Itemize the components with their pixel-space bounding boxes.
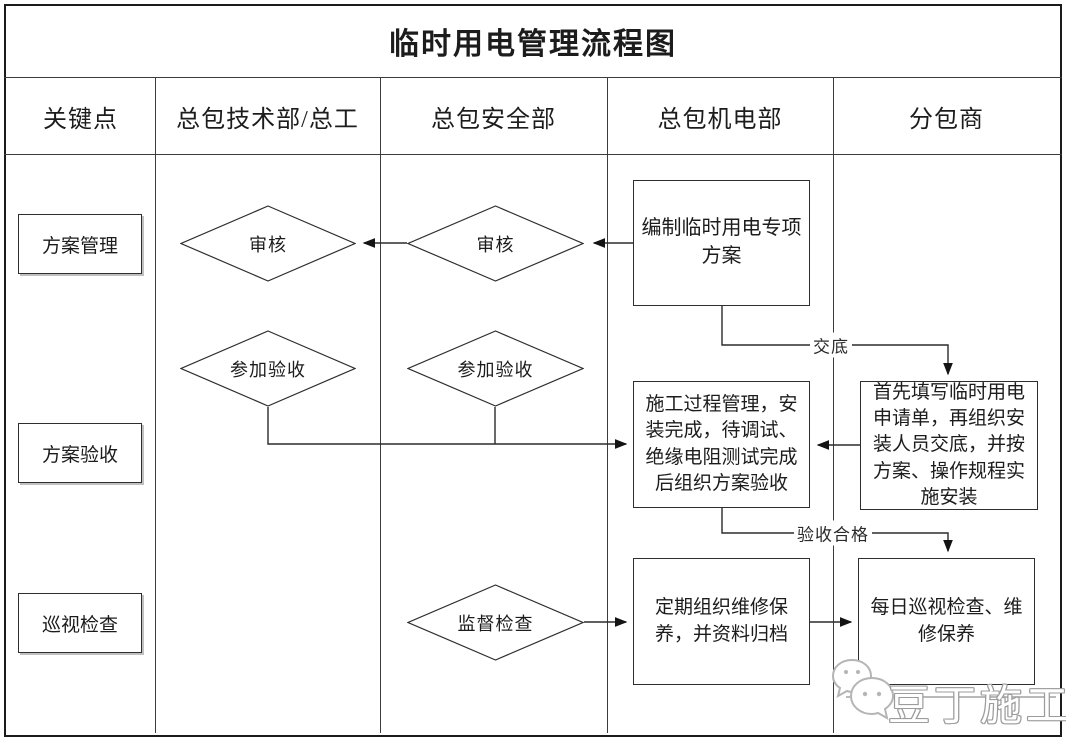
- decision-label: 参加验收: [457, 359, 534, 380]
- title-separator-line: [4, 77, 1062, 78]
- column-header-key-points: 关键点: [43, 106, 118, 133]
- column-header-subcontractor: 分包商: [909, 106, 984, 133]
- process-apply-install: 首先填写临时用电申请单，再组织安装人员交底，并按方案、操作规程实施安装: [860, 381, 1038, 510]
- column-divider-3: [607, 78, 608, 733]
- key-point-plan-acceptance: 方案验收: [18, 423, 142, 483]
- watermark: 豆丁施工: [826, 650, 1066, 730]
- key-point-plan-management: 方案管理: [18, 214, 142, 274]
- column-divider-2: [380, 78, 381, 733]
- process-daily-patrol: 每日巡视检查、维修保养: [858, 558, 1035, 685]
- decision-join-acceptance-safety: 参加验收: [407, 330, 584, 407]
- column-divider-1: [155, 78, 156, 733]
- edge-label-disclosure: 交底: [810, 332, 852, 358]
- decision-label: 审核: [249, 234, 287, 255]
- decision-label: 参加验收: [230, 359, 306, 380]
- column-header-me-dept: 总包机电部: [657, 106, 783, 133]
- header-separator-line: [4, 154, 1062, 155]
- watermark-line: [846, 696, 1056, 698]
- page-title: 临时用电管理流程图: [389, 28, 677, 61]
- column-divider-4: [833, 78, 834, 733]
- decision-review-tech: 审核: [180, 205, 356, 282]
- column-header-safety-dept: 总包安全部: [431, 106, 556, 133]
- decision-label: 审核: [476, 234, 515, 255]
- column-header-tech-dept: 总包技术部/总工: [176, 106, 359, 133]
- process-periodic-maintenance: 定期组织维修保养，并资料归档: [633, 558, 810, 685]
- decision-join-acceptance-tech: 参加验收: [180, 330, 356, 407]
- decision-review-safety: 审核: [407, 205, 584, 282]
- edge-label-acceptance-pass: 验收合格: [794, 520, 872, 546]
- chat-bubbles-icon: [831, 658, 894, 720]
- decision-supervise-check: 监督检查: [407, 584, 584, 661]
- outer-border: [4, 4, 1062, 737]
- watermark-text: 豆丁施工: [888, 684, 1066, 730]
- process-prepare-plan: 编制临时用电专项方案: [633, 180, 810, 306]
- key-point-patrol-inspection: 巡视检查: [18, 593, 142, 653]
- decision-label: 监督检查: [457, 613, 534, 634]
- process-construction: 施工过程管理，安装完成，待调试、绝缘电阻测试完成后组织方案验收: [633, 381, 810, 508]
